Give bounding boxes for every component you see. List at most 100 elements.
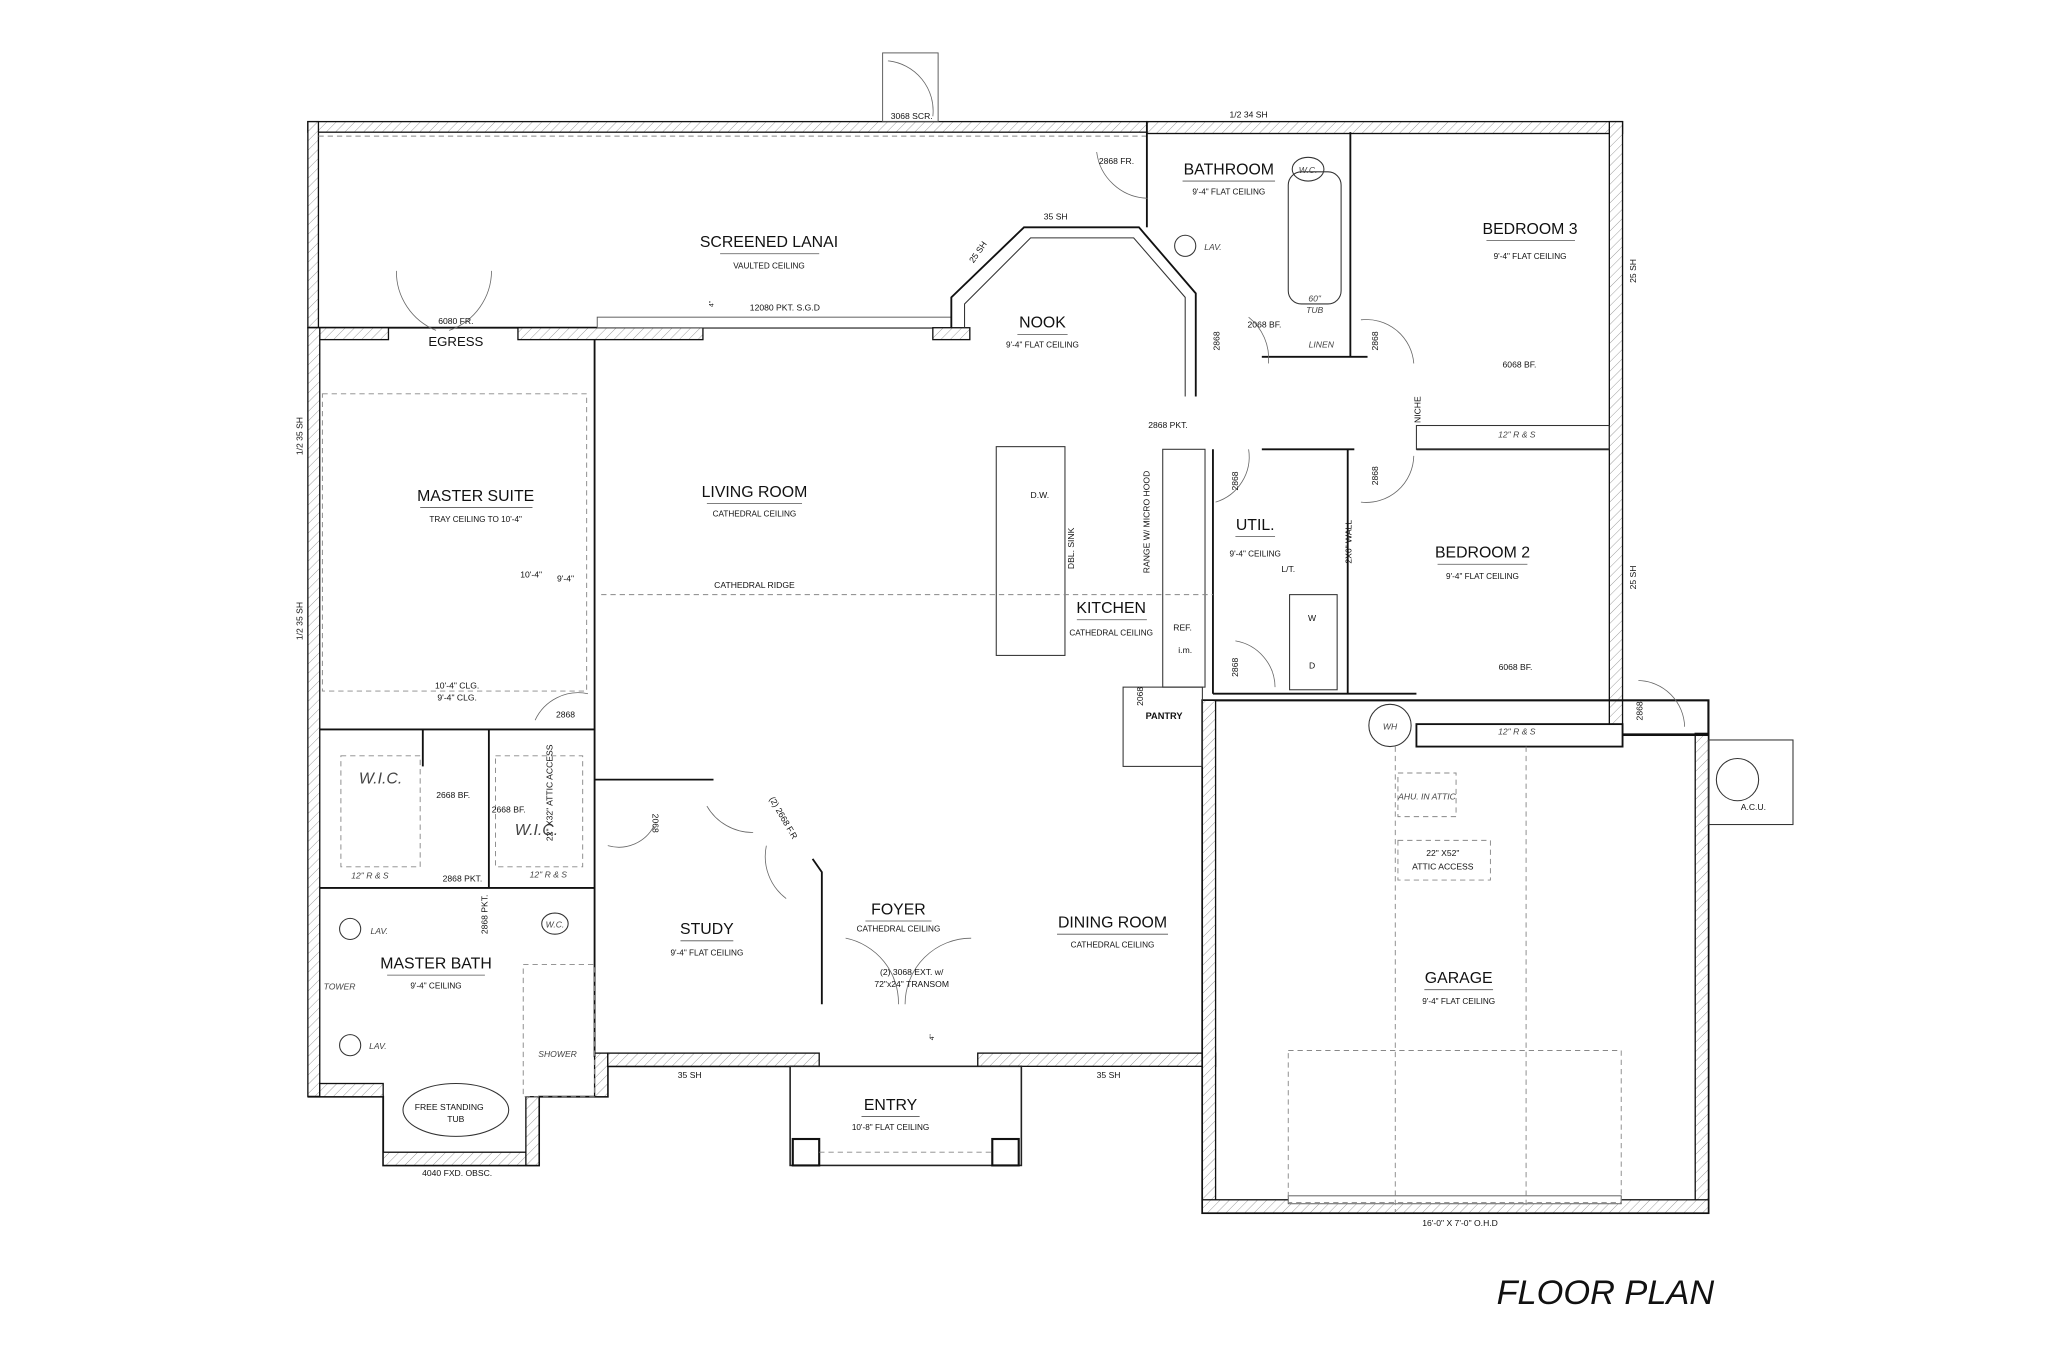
room-name: BEDROOM 2 — [1435, 545, 1530, 562]
door-label: 2868 FR. — [1099, 156, 1134, 166]
room-name: SCREENED LANAI — [700, 234, 838, 251]
interior-walls — [319, 132, 1686, 1137]
door-label: 2068 BF. — [1248, 320, 1282, 330]
shelf-label: 12" R & S — [530, 869, 568, 879]
washer-label: W — [1308, 613, 1317, 623]
door-label: 2868 — [1212, 331, 1222, 350]
room-ceiling: 9'-4" FLAT CEILING — [1446, 572, 1519, 581]
room-name: LIVING ROOM — [702, 484, 808, 501]
door-label: 2868 — [1230, 658, 1240, 677]
door-label: 2868 — [556, 710, 575, 720]
room-bedroom-2: BEDROOM 2 9'-4" FLAT CEILING — [1435, 545, 1530, 581]
room-name: NOOK — [1019, 315, 1066, 332]
door-label: 2868 PKT. — [480, 895, 490, 935]
door-label: 6080 FR. — [438, 316, 473, 326]
tub-label: TUB — [1306, 305, 1323, 315]
room-ceiling: 10'-8" FLAT CEILING — [852, 1123, 929, 1132]
lav-label: LAV. — [370, 926, 388, 936]
room-name: MASTER SUITE — [417, 488, 534, 505]
door-label: 2868 — [1370, 466, 1380, 485]
lav-label: LAV. — [369, 1041, 387, 1051]
room-name: DINING ROOM — [1058, 915, 1167, 932]
window-label: 1/2 35 SH — [295, 602, 305, 640]
room-master-suite: MASTER SUITE TRAY CEILING TO 10'-4" — [417, 488, 534, 524]
shelf-label: 12" R & S — [351, 871, 389, 881]
tub-label: 60" — [1308, 293, 1322, 303]
room-ceiling: 9'-4" FLAT CEILING — [1422, 997, 1495, 1006]
sink-label: DBL. SINK — [1066, 527, 1076, 569]
door-label: 2868 PKT. — [443, 873, 483, 883]
shelf-label: 12" R & S — [1498, 727, 1536, 737]
lav-label: LAV. — [1204, 242, 1222, 252]
ridge-label: CATHEDRAL RIDGE — [714, 580, 795, 590]
dimension-label: 10'-4" — [520, 569, 542, 579]
room-egress: EGRESS — [428, 334, 483, 349]
window-label: 25 SH — [967, 239, 989, 264]
room-ceiling: CATHEDRAL CEILING — [713, 510, 797, 519]
dimension-label: 4" — [708, 300, 715, 307]
door-label: 2868 — [1370, 331, 1380, 350]
exterior-walls — [307, 52, 1794, 1215]
room-name: BEDROOM 3 — [1483, 221, 1578, 238]
door-label: 2868 — [1634, 701, 1644, 720]
dimension-label: 9'-4" — [557, 573, 574, 583]
range-label: RANGE W/ MICRO HOOD — [1142, 471, 1152, 573]
room-bedroom-3: BEDROOM 3 9'-4" FLAT CEILING — [1483, 221, 1578, 261]
annotations: 3068 SCR. 1/2 34 SH 2868 FR. 35 SH 25 SH… — [295, 110, 1766, 1229]
tub-label: TUB — [447, 1114, 464, 1124]
door-label: 12080 PKT. S.G.D — [750, 303, 820, 313]
room-name: PANTRY — [1146, 711, 1184, 721]
room-garage: GARAGE 9'-4" FLAT CEILING — [1422, 970, 1495, 1006]
window-label: 25 SH — [1628, 259, 1638, 283]
door-label: (2) 3068 EXT. w/ — [880, 967, 944, 977]
garage-door-label: 16'-0" X 7'-0" O.H.D — [1422, 1218, 1498, 1228]
attic-access-label: 22" X52" — [1426, 848, 1459, 858]
wc-label: W.C. — [1299, 165, 1318, 175]
plan-title: FLOOR PLAN — [1497, 1274, 1715, 1312]
door-label: 72"x24" TRANSOM — [874, 979, 949, 989]
room-labels: SCREENED LANAI VAULTED CEILING BATHROOM 9'… — [380, 161, 1578, 1131]
window-label: 4040 FXD. OBSC. — [422, 1168, 492, 1178]
window-label: 35 SH — [678, 1070, 702, 1080]
room-name: STUDY — [680, 921, 734, 938]
window-label: 35 SH — [1097, 1070, 1121, 1080]
door-label: 2068 — [651, 814, 661, 833]
closet-label: W.I.C. — [515, 822, 558, 839]
room-ceiling: VAULTED CEILING — [733, 261, 805, 270]
room-name: GARAGE — [1425, 970, 1493, 987]
room-name: BATHROOM — [1184, 161, 1274, 178]
water-heater-label: WH — [1383, 721, 1398, 731]
linen-label: LINEN — [1309, 340, 1335, 350]
window-label: 25 SH — [1628, 566, 1638, 590]
closet-label: 6068 BF. — [1503, 359, 1537, 369]
room-nook: NOOK 9'-4" FLAT CEILING — [1006, 315, 1079, 350]
room-ceiling: TRAY CEILING TO 10'-4" — [429, 515, 522, 524]
wall-label: 2X6" WALL — [1344, 520, 1354, 564]
dimension-label: 4" — [929, 1034, 936, 1041]
door-label: 2068 — [1135, 687, 1145, 706]
room-dining-room: DINING ROOM CATHEDRAL CEILING — [1057, 915, 1169, 949]
room-name: MASTER BATH — [380, 956, 492, 973]
icemaker-label: i.m. — [1178, 645, 1192, 655]
room-name: FOYER — [871, 901, 926, 918]
attic-access-label: ATTIC ACCESS — [1412, 861, 1474, 871]
door-label: 2668 BF. — [436, 790, 470, 800]
room-ceiling: 9'-4" FLAT CEILING — [1494, 252, 1567, 261]
room-screened-lanai: SCREENED LANAI VAULTED CEILING — [700, 234, 838, 270]
window-label: 1/2 35 SH — [295, 417, 305, 455]
room-ceiling: 9'-4" CEILING — [1230, 549, 1281, 558]
tub-label: FREE STANDING — [415, 1102, 484, 1112]
door-label: 2668 BF. — [492, 805, 526, 815]
room-ceiling: 9'-4" FLAT CEILING — [1006, 341, 1079, 350]
room-ceiling: CATHEDRAL CEILING — [1071, 940, 1155, 949]
door-label: (2) 2668 F.R — [767, 795, 799, 841]
room-ceiling: CATHEDRAL CEILING — [857, 925, 941, 934]
room-living-room: LIVING ROOM CATHEDRAL CEILING — [702, 484, 808, 519]
shower-label: SHOWER — [538, 1049, 577, 1059]
door-label: 3068 SCR. — [891, 111, 933, 121]
shelf-label: 12" R & S — [1498, 429, 1536, 439]
room-name: ENTRY — [864, 1097, 918, 1114]
